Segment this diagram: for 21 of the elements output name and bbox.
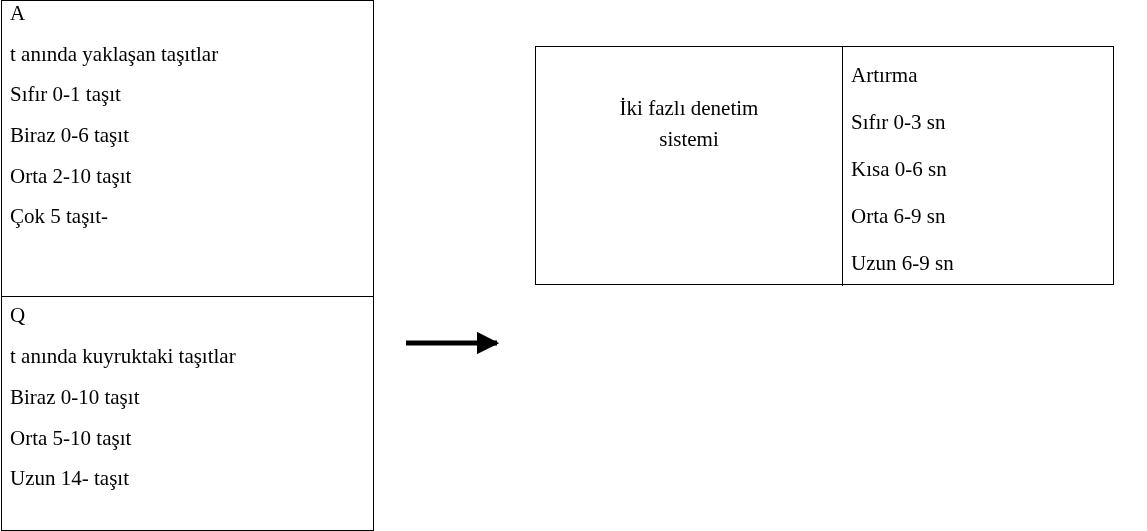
label-text: Orta 2-10 taşıt — [10, 164, 132, 188]
heading-text: Artırma — [851, 63, 918, 87]
queue-vehicles-box — [1, 296, 374, 531]
heading-text: Q — [10, 303, 26, 327]
label-text: t anında yaklaşan taşıtlar — [10, 42, 219, 66]
label-text: Biraz 0-6 taşıt — [10, 123, 129, 147]
label-text: Uzun 6-9 sn — [851, 251, 954, 275]
label-text: Uzun 14- taşıt — [10, 466, 129, 490]
label-text: Orta 6-9 sn — [851, 204, 946, 228]
approach-vehicles-box — [1, 0, 374, 297]
table-box — [535, 46, 1114, 285]
label-text: Biraz 0-10 taşıt — [10, 385, 140, 409]
label-text: Sıfır 0-3 sn — [851, 110, 946, 134]
heading-text: A — [10, 1, 26, 25]
arrow — [406, 331, 500, 355]
label-text: t anında kuyruktaki taşıtlar — [10, 344, 236, 368]
label-text: Sıfır 0-1 taşıt — [10, 82, 121, 106]
label-text: Orta 5-10 taşıt — [10, 426, 132, 450]
label-text: İki fazlı denetim sistemi — [618, 95, 760, 153]
label-text: Çok 5 taşıt- — [10, 204, 108, 228]
label-text: Kısa 0-6 sn — [851, 157, 947, 181]
